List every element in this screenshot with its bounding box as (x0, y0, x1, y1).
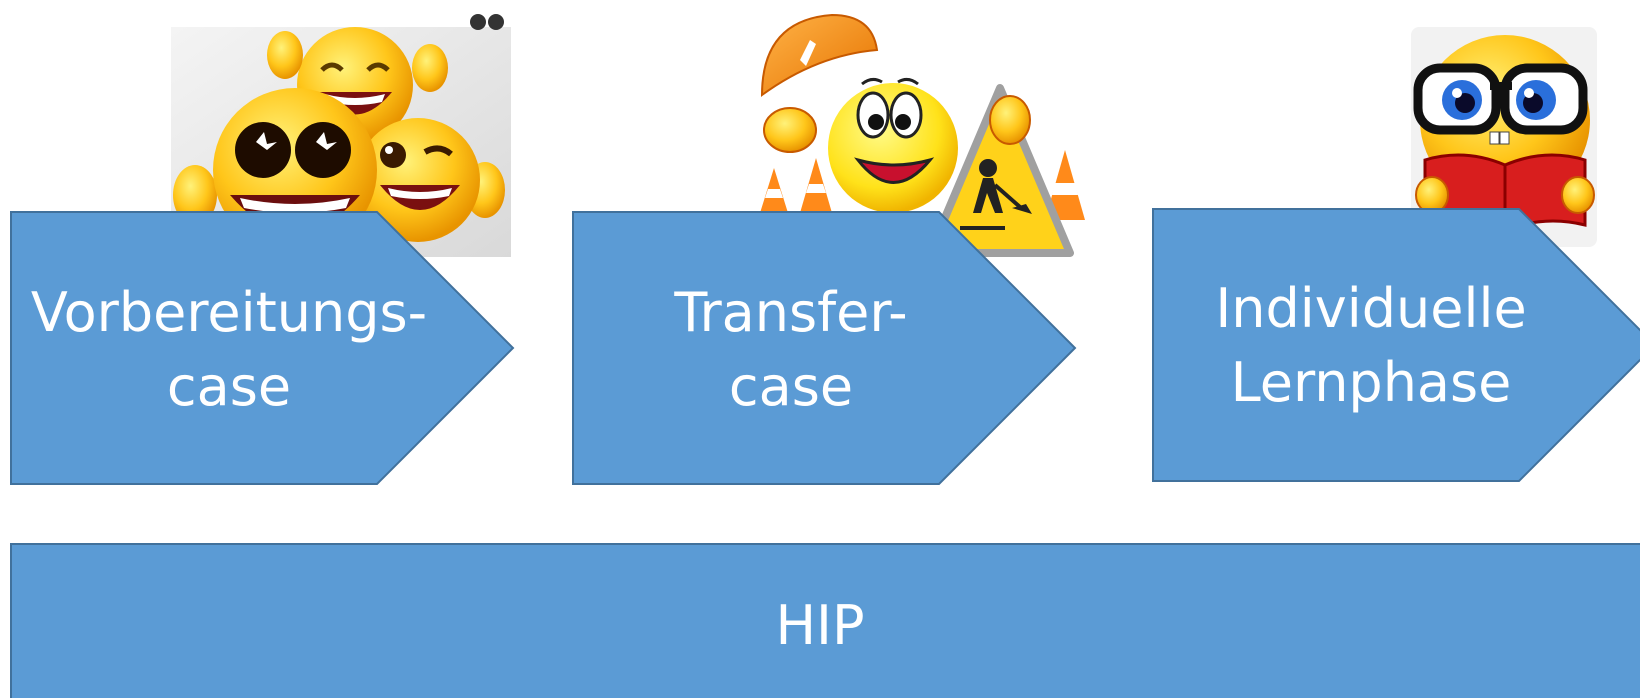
road-work-sign-icon (926, 84, 1074, 257)
step-label-3: Individuelle Lernphase (1215, 277, 1527, 414)
step-chevron-2 (572, 211, 1077, 485)
traffic-cone-icon (760, 150, 1085, 220)
step-chevron-1 (10, 211, 515, 485)
construction-emoji-picture (760, 13, 1085, 257)
step-label-1: Vorbereitungs- case (30, 281, 428, 418)
step-chevron-3 (1152, 208, 1640, 482)
hip-bar (10, 543, 1640, 698)
step-label-2: Transfer- case (674, 281, 908, 418)
hip-label: HIP (775, 594, 865, 657)
